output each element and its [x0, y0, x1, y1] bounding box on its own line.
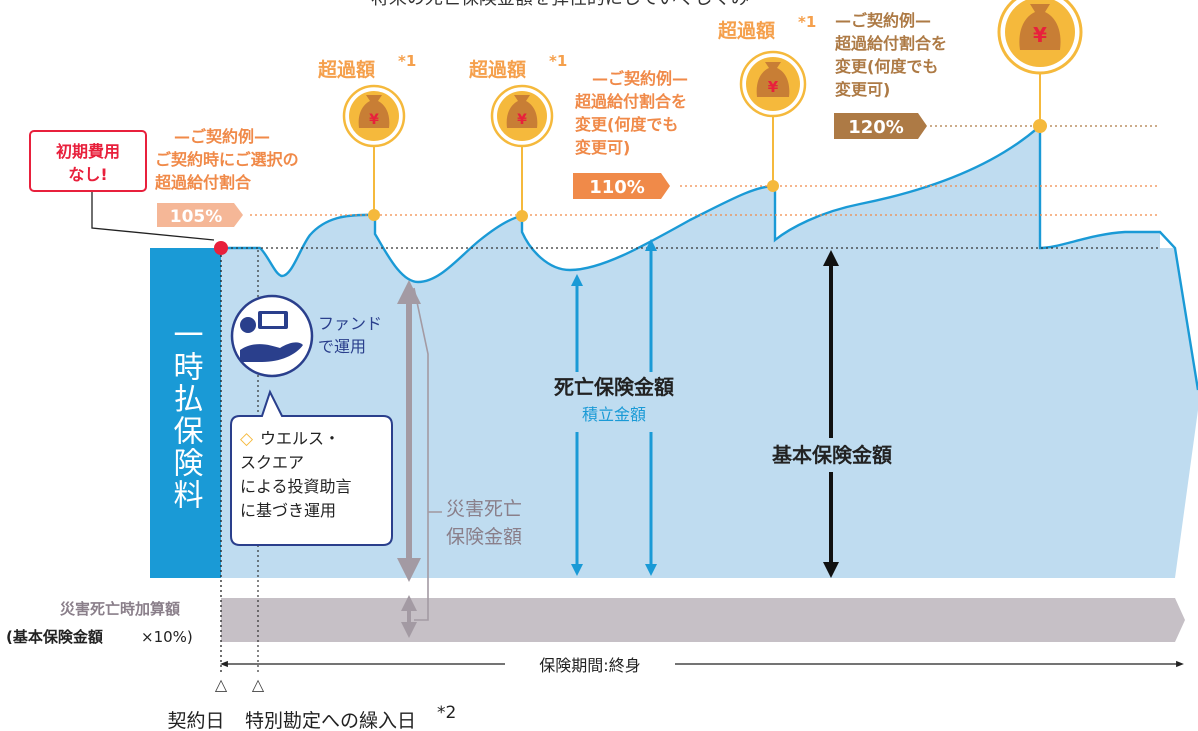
svg-text:¥: ¥ — [768, 78, 779, 96]
fund-hand-icon — [230, 294, 314, 378]
example3-line4: 変更可) — [835, 80, 890, 99]
example3-line1: —ご契約例— — [835, 11, 931, 30]
excess-note-3: *1 — [798, 13, 816, 31]
excess-note-2: *1 — [549, 52, 567, 70]
rate-tag-110 — [573, 173, 670, 199]
example2-line2: 超過給付割合を — [574, 92, 687, 111]
accidental-add-bar — [221, 598, 1185, 642]
rate-tag-105 — [157, 203, 243, 227]
excess-label-1: 超過額 — [317, 58, 375, 81]
example3-line2: 超過給付割合を — [834, 34, 947, 53]
advice-line3: による投資助言 — [240, 477, 352, 496]
svg-text:¥: ¥ — [1033, 23, 1047, 47]
money-bag-icon: ¥ — [490, 84, 554, 222]
excess-label-2: 超過額 — [468, 58, 526, 81]
example3-line3: 変更(何度でも — [835, 57, 938, 76]
rate-tag-120 — [834, 113, 927, 139]
contract-day-label: 契約日 — [167, 710, 224, 731]
policy-value-area — [220, 126, 1198, 578]
svg-text:¥: ¥ — [517, 112, 527, 128]
accidental-add-line2-rest: ×10%) — [141, 628, 193, 646]
money-bag-icon: ¥ — [739, 50, 807, 192]
advice-diamond-icon: ◇ — [240, 429, 254, 449]
transfer-day-note: *2 — [437, 703, 456, 723]
period-label-bg — [505, 652, 675, 676]
example2-line3: 変更(何度でも — [575, 115, 678, 134]
example2-line1: —ご契約例— — [592, 69, 688, 88]
period-label: 保険期間:終身 — [539, 656, 640, 675]
death-label-bg — [540, 372, 690, 432]
example1-line2: ご契約時にご選択の — [155, 150, 299, 169]
excess-label-3: 超過額 — [717, 19, 775, 42]
example1-line1: —ご契約例— — [174, 127, 270, 146]
initial-cost-line2: なし! — [68, 165, 107, 184]
contract-triangle: △ — [215, 675, 228, 694]
initial-cost-box — [29, 130, 147, 192]
accidental-add-line1: 災害死亡時加算額 — [60, 600, 180, 618]
initial-cost-leader — [91, 192, 215, 241]
initial-cost-line1: 初期費用 — [56, 142, 120, 161]
transfer-triangle: △ — [252, 675, 265, 694]
header-text: 将来の死亡保険金額を弾性的にしていくしくみ — [371, 0, 749, 9]
example2-line4: 変更可) — [575, 138, 630, 157]
death-benefit-label: 死亡保険金額 — [554, 375, 674, 399]
rate-105: 105% — [170, 207, 223, 227]
money-bag-icon: ¥ — [997, 0, 1083, 133]
rate-110: 110% — [589, 177, 645, 198]
accidental-bracket — [413, 287, 429, 621]
excess-note-1: *1 — [398, 52, 416, 70]
advice-bubble — [230, 389, 393, 546]
premium-label: 一時払保険料 — [168, 319, 204, 511]
advice-line4: に基づき運用 — [240, 501, 336, 520]
rate-120: 120% — [848, 117, 904, 138]
base-amount-label: 基本保険金額 — [772, 443, 892, 467]
advice-line1: ウエルス・ — [260, 429, 340, 448]
account-value-line — [221, 123, 1198, 391]
example1-line3: 超過給付割合 — [154, 173, 252, 192]
base-label-bg — [750, 438, 915, 472]
accidental-line1: 災害死亡 — [446, 498, 522, 520]
advice-line2: スクエア — [240, 453, 304, 472]
svg-text:¥: ¥ — [369, 112, 379, 128]
premium-bar — [150, 248, 221, 578]
fund-line1: ファンド — [318, 314, 382, 333]
money-bag-icon: ¥ — [342, 84, 406, 221]
fund-line2: で運用 — [318, 337, 366, 356]
accumulation-label: 積立金額 — [582, 405, 646, 424]
accidental-add-line2-bold: (基本保険金額 — [6, 628, 103, 646]
accidental-line2: 保険金額 — [446, 526, 522, 548]
transfer-day-label: 特別勘定への繰入日 — [245, 710, 416, 731]
initial-point — [214, 241, 228, 255]
